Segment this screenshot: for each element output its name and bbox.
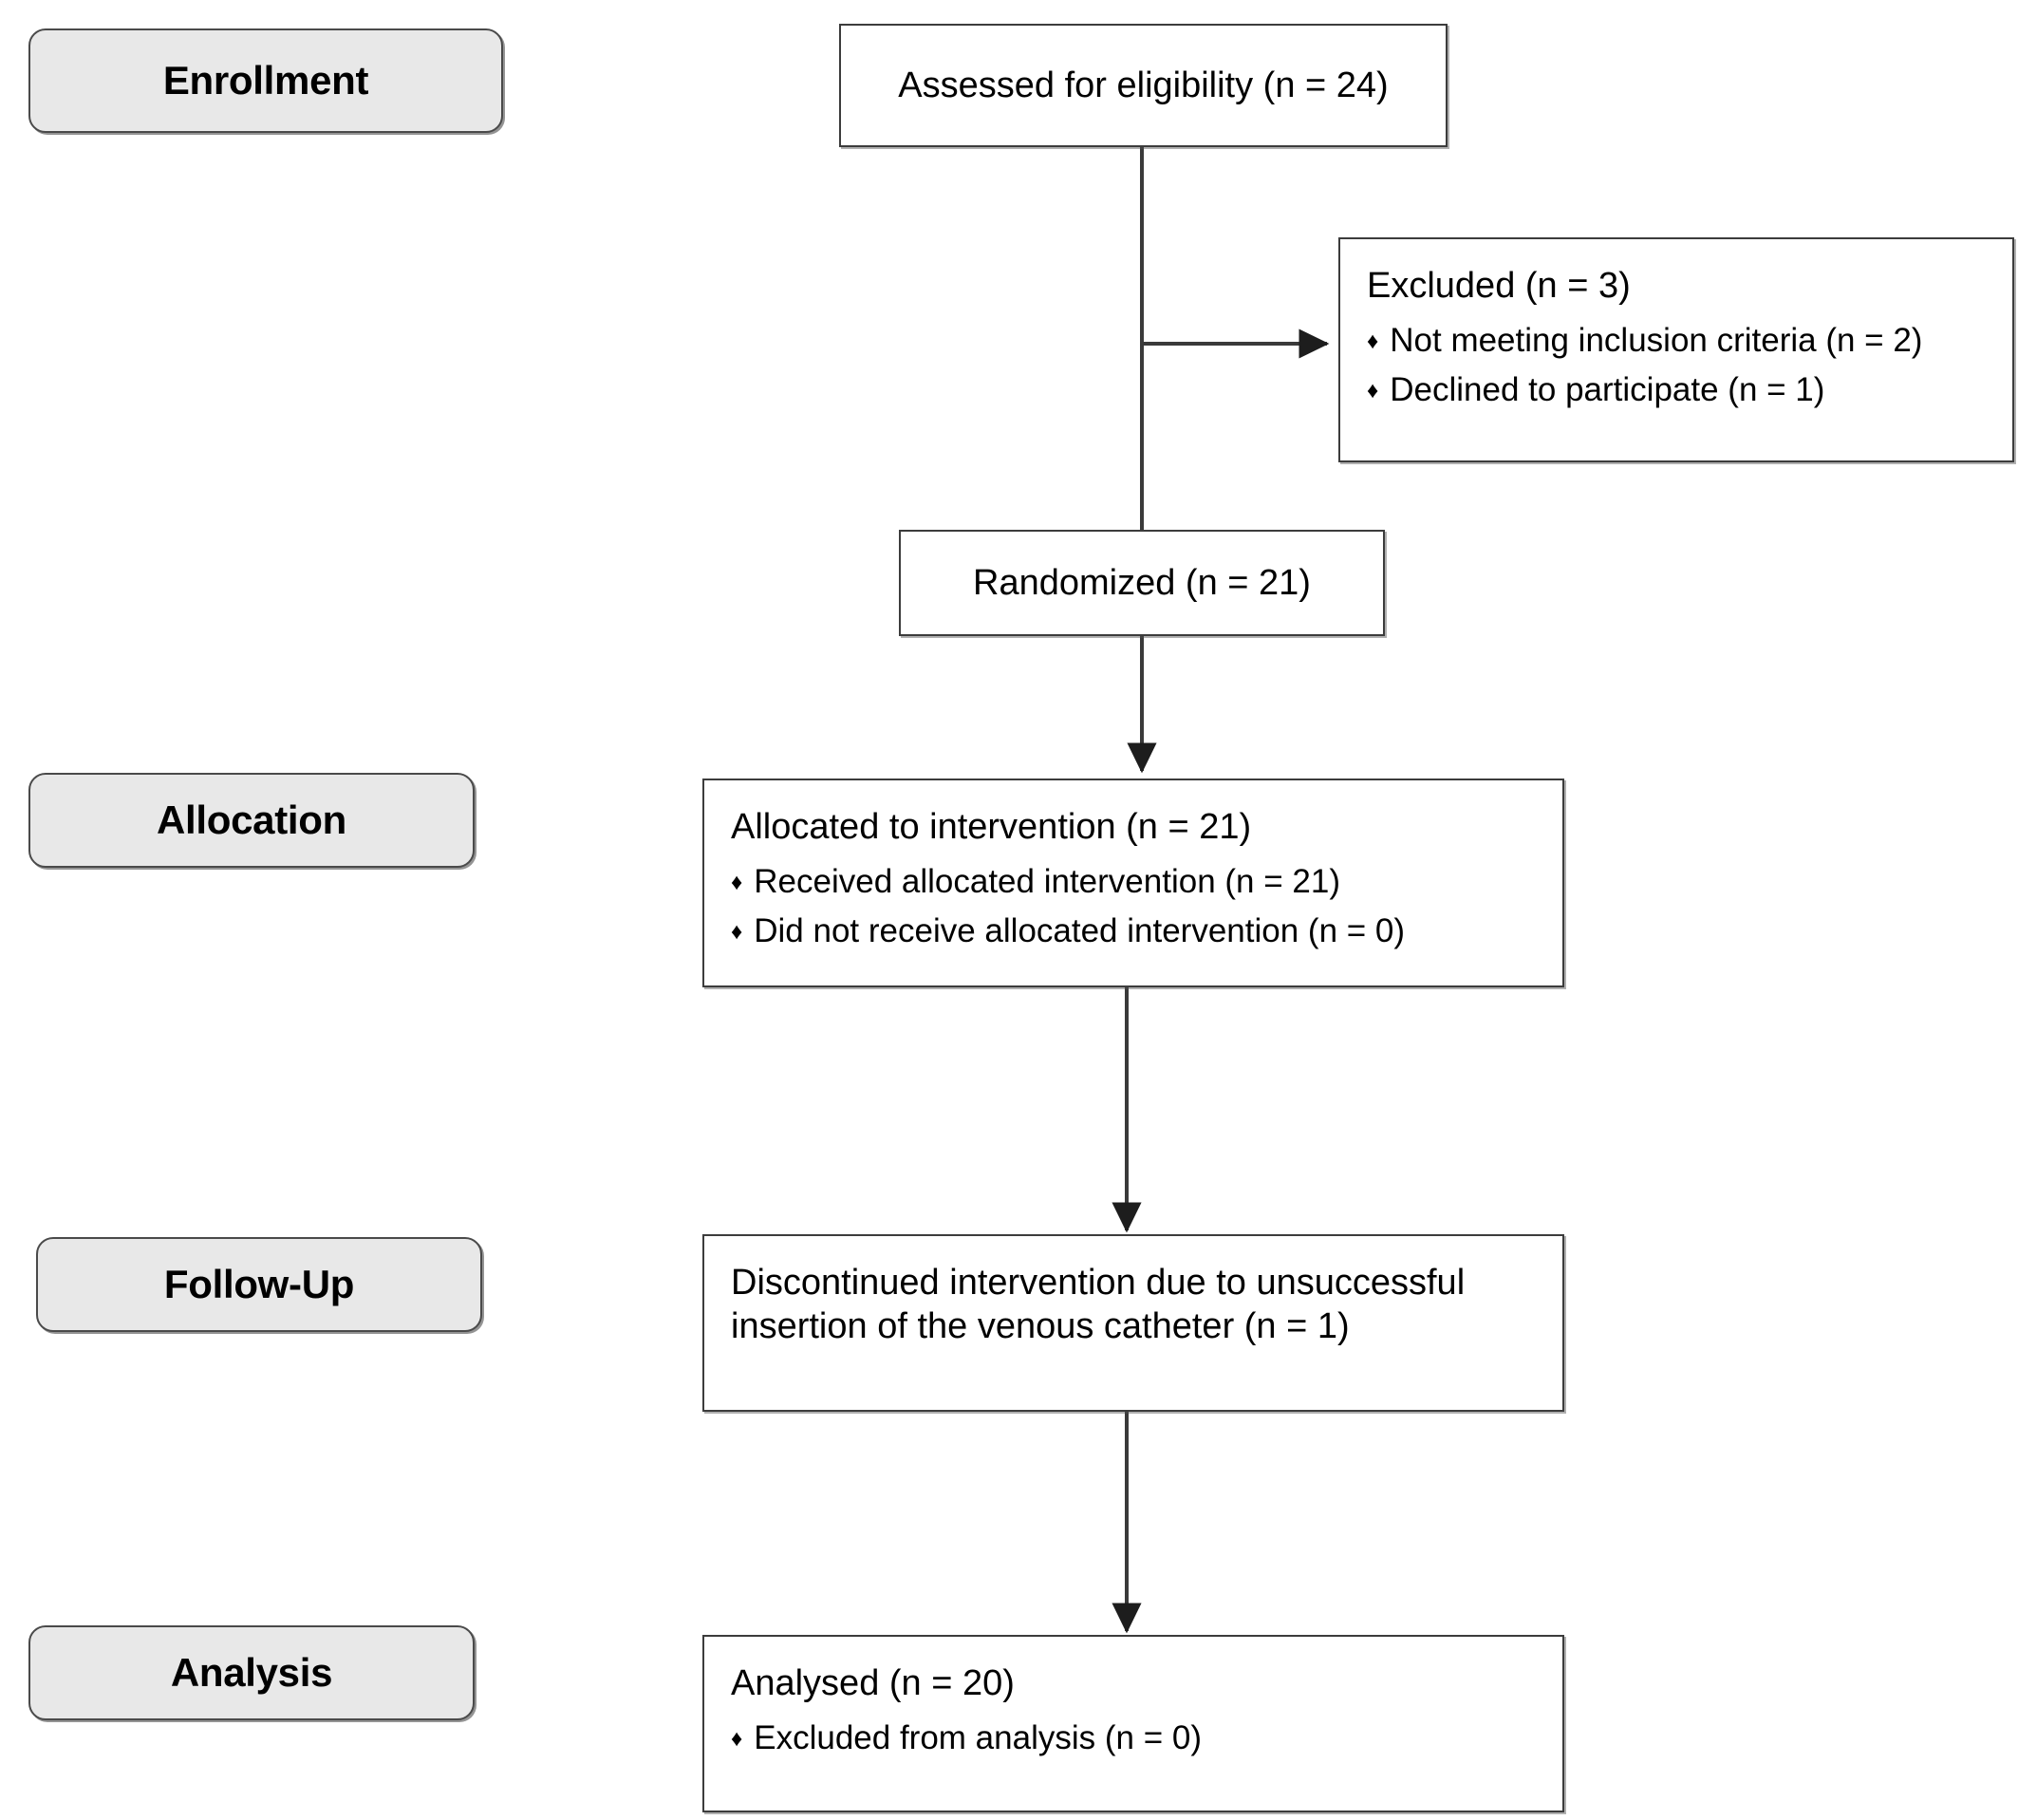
box-analysed-bullet-list: ♦ Excluded from analysis (n = 0): [731, 1717, 1536, 1760]
stage-pill-follow-up: Follow-Up: [36, 1237, 482, 1332]
box-excluded-title: Excluded (n = 3): [1367, 266, 1631, 306]
diamond-bullet-icon: ♦: [731, 870, 743, 896]
box-randomized: Randomized (n = 21): [899, 530, 1385, 636]
stage-pill-enrollment: Enrollment: [28, 28, 503, 133]
list-item-label: Excluded from analysis (n = 0): [754, 1719, 1202, 1757]
box-analysed-title: Analysed (n = 20): [731, 1663, 1015, 1703]
diamond-bullet-icon: ♦: [731, 918, 743, 945]
stage-label-enrollment: Enrollment: [162, 58, 369, 103]
stage-label-analysis: Analysis: [170, 1650, 333, 1695]
box-allocated-to-intervention: Allocated to intervention (n = 21) ♦ Rec…: [702, 779, 1564, 987]
list-item: ♦ Not meeting inclusion criteria (n = 2): [1367, 319, 1986, 363]
box-assessed-title: Assessed for eligibility (n = 24): [898, 65, 1389, 105]
stage-pill-allocation: Allocation: [28, 773, 475, 868]
box-excluded: Excluded (n = 3) ♦ Not meeting inclusion…: [1338, 237, 2014, 462]
stage-label-allocation: Allocation: [156, 797, 346, 842]
diamond-bullet-icon: ♦: [731, 1726, 743, 1753]
stage-label-follow-up: Follow-Up: [163, 1262, 355, 1306]
list-item: ♦ Declined to participate (n = 1): [1367, 368, 1986, 412]
diamond-bullet-icon: ♦: [1367, 328, 1379, 355]
box-discontinued-title: Discontinued intervention due to unsucce…: [731, 1263, 1466, 1347]
list-item: ♦ Received allocated intervention (n = 2…: [731, 860, 1536, 904]
list-item: ♦ Did not receive allocated intervention…: [731, 910, 1536, 953]
box-allocated-title: Allocated to intervention (n = 21): [731, 807, 1252, 847]
box-allocated-bullet-list: ♦ Received allocated intervention (n = 2…: [731, 860, 1536, 952]
box-randomized-title: Randomized (n = 21): [973, 562, 1311, 603]
diamond-bullet-icon: ♦: [1367, 377, 1379, 403]
list-item: ♦ Excluded from analysis (n = 0): [731, 1717, 1536, 1760]
list-item-label: Not meeting inclusion criteria (n = 2): [1390, 322, 1923, 360]
box-analysed: Analysed (n = 20) ♦ Excluded from analys…: [702, 1635, 1564, 1812]
list-item-label: Did not receive allocated intervention (…: [754, 911, 1406, 949]
box-excluded-bullet-list: ♦ Not meeting inclusion criteria (n = 2)…: [1367, 319, 1986, 411]
stage-pill-analysis: Analysis: [28, 1625, 475, 1720]
box-assessed-for-eligibility: Assessed for eligibility (n = 24): [839, 24, 1448, 147]
box-discontinued-intervention: Discontinued intervention due to unsucce…: [702, 1234, 1564, 1412]
list-item-label: Received allocated intervention (n = 21): [754, 863, 1340, 901]
list-item-label: Declined to participate (n = 1): [1390, 370, 1825, 408]
